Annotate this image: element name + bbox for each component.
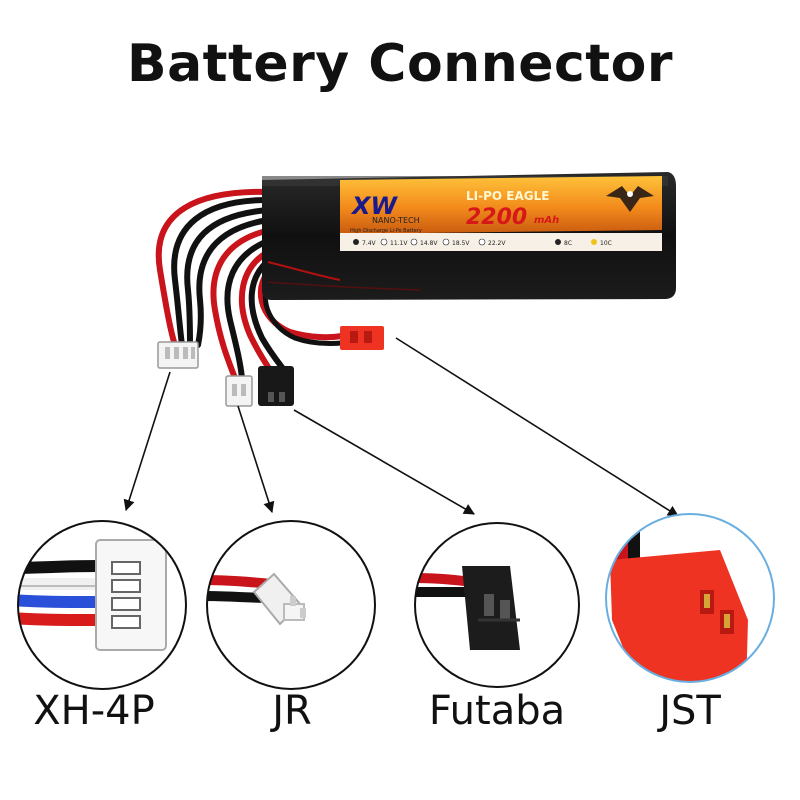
jst-closeup [605, 513, 775, 683]
connector-label-jst: JST [659, 688, 721, 734]
voltage-11-1: 11.1V [390, 240, 408, 247]
jr-plug-small [225, 375, 253, 407]
connector-label-xh-4p: XH-4P [33, 688, 155, 734]
eagle-logo [606, 186, 654, 212]
connector-label-futaba: Futaba [428, 688, 566, 734]
jst-plug-small [340, 326, 384, 350]
voltage-22-2: 22.2V [488, 240, 506, 247]
battery-series: LI-PO EAGLE [466, 189, 549, 203]
xh-4p-closeup [17, 520, 187, 690]
discharge-10c: 10C [600, 240, 612, 247]
futaba-plug-small [258, 366, 294, 406]
voltage-14-8: 14.8V [420, 240, 438, 247]
voltage-7-4: 7.4V [362, 240, 377, 247]
jr-closeup [206, 520, 376, 690]
futaba-closeup [414, 522, 580, 688]
page-title: Battery Connector [126, 34, 674, 94]
battery-subtitle: NANO-TECH [372, 216, 420, 225]
connector-label-jr: JR [272, 688, 312, 734]
pointer-arrows [123, 337, 679, 517]
voltage-18-5: 18.5V [452, 240, 470, 247]
discharge-8c: 8C [564, 240, 572, 247]
battery-brand: XW [350, 192, 399, 220]
battery-capacity: 2200 [466, 205, 527, 230]
battery-tagline: High Discharge Li-Po Battery [350, 228, 422, 234]
lipo-battery: XW LI-PO EAGLE NANO-TECH High Discharge … [262, 172, 676, 300]
battery-unit: mAh [534, 215, 559, 226]
voltage-row: 7.4V 11.1V 14.8V 18.5V 22.2V 8C 10C [353, 238, 612, 247]
xh-plug-small [157, 341, 199, 369]
